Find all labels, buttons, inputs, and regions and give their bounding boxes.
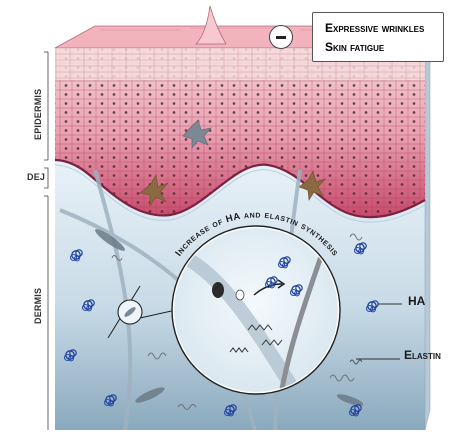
dej-label: DEJ bbox=[27, 172, 46, 182]
dendritic-cell bbox=[139, 170, 326, 207]
effects-callout-box: Expressive wrinkles Skin fatigue bbox=[312, 12, 444, 62]
callout-line-expressive-wrinkles: Expressive wrinkles bbox=[325, 21, 425, 35]
elastin-label: Elastin bbox=[404, 348, 441, 362]
wrinkle-fold bbox=[195, 5, 227, 45]
epidermis-label: EPIDERMIS bbox=[33, 88, 43, 140]
magnifier-origin bbox=[107, 285, 177, 339]
layer-brackets bbox=[44, 51, 49, 430]
ha-label: HA bbox=[408, 294, 426, 308]
dej-line bbox=[54, 158, 426, 219]
langerhans-cell bbox=[182, 119, 212, 149]
fibroblast bbox=[95, 229, 364, 406]
callout-line-skin-fatigue: Skin fatigue bbox=[325, 40, 385, 54]
minus-icon bbox=[269, 25, 293, 49]
dermis-label: DERMIS bbox=[33, 287, 43, 324]
